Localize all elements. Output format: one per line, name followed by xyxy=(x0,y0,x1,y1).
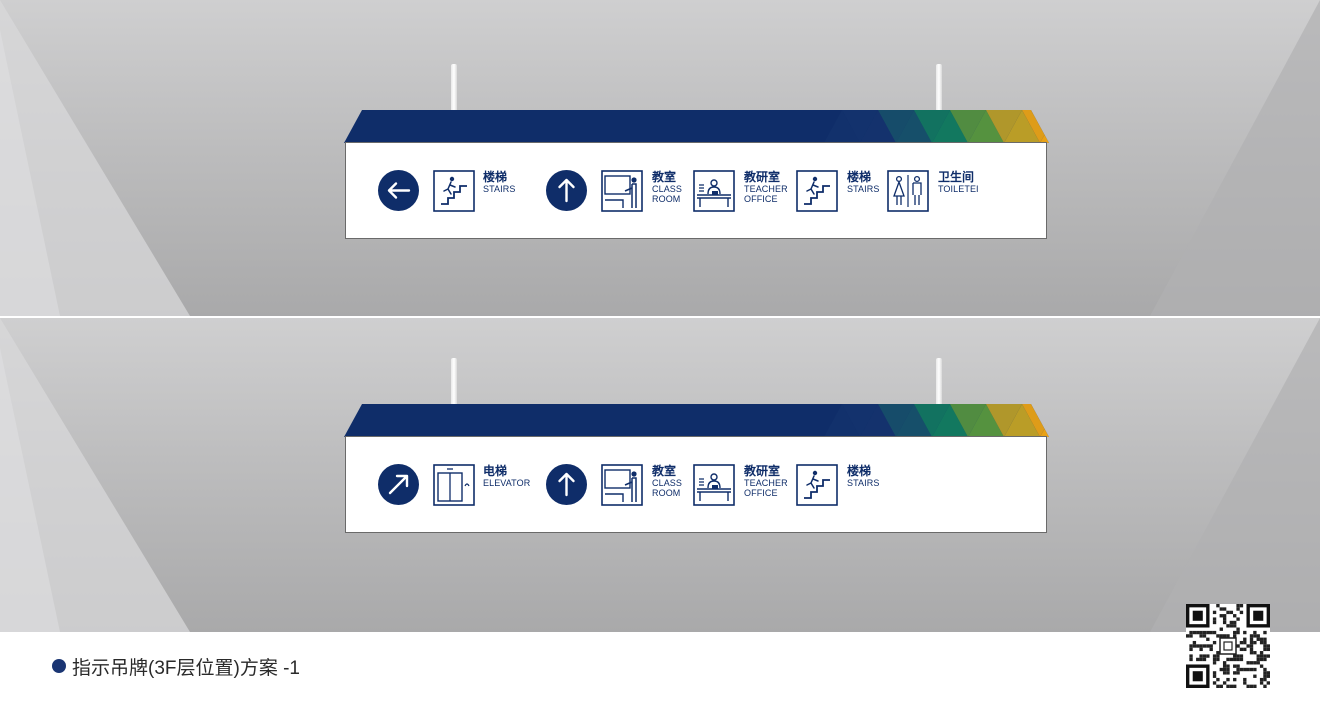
hanger-rod-left xyxy=(451,358,457,408)
toilet-icon xyxy=(887,170,929,212)
arrow-up-icon xyxy=(546,464,587,505)
sign-label-chinese: 教室 xyxy=(652,170,677,184)
caption-text: 指示吊牌(3F层位置)方案 -1 xyxy=(72,657,301,679)
arrow-left-icon xyxy=(378,170,419,211)
classroom-icon xyxy=(601,464,643,506)
teacher-office-icon xyxy=(693,170,735,212)
sign-label-english: TEACHER xyxy=(744,184,788,194)
sign-label-english: OFFICE xyxy=(744,488,778,498)
sign-label-chinese: 卫生间 xyxy=(938,170,975,184)
sign-label-english: STAIRS xyxy=(847,478,880,488)
sign-label-chinese: 楼梯 xyxy=(847,464,872,478)
sign-top-face xyxy=(344,110,1049,143)
bullet-dot-icon xyxy=(52,659,66,673)
hanger-rod-right xyxy=(936,358,942,408)
sign-label-english: CLASS xyxy=(652,478,683,488)
stairs-icon xyxy=(433,170,475,212)
stairs-icon xyxy=(796,464,838,506)
qr-code-icon xyxy=(1186,604,1270,688)
sign-label-chinese: 电梯 xyxy=(483,464,508,478)
stairs-icon xyxy=(796,170,838,212)
elevator-icon xyxy=(433,464,475,506)
sign-top-face xyxy=(344,404,1049,437)
sign-label-chinese: 教研室 xyxy=(744,170,781,184)
scene-background xyxy=(0,0,1320,316)
arrow-up-icon xyxy=(546,170,587,211)
sign-label-chinese: 教研室 xyxy=(744,464,781,478)
sign-label-english: CLASS xyxy=(652,184,683,194)
hanger-rod-right xyxy=(936,64,942,114)
teacher-office-icon xyxy=(693,464,735,506)
hanger-rod-left xyxy=(451,64,457,114)
arrow-up-right-icon xyxy=(378,464,419,505)
sign-label-english: TOILETEI xyxy=(938,184,979,194)
sign-label-chinese: 楼梯 xyxy=(483,170,508,184)
caption: 指示吊牌(3F层位置)方案 -1 xyxy=(52,655,301,679)
sign-label-english: STAIRS xyxy=(483,184,516,194)
sign-label-english: ELEVATOR xyxy=(483,478,531,488)
classroom-icon xyxy=(601,170,643,212)
sign-label-chinese: 教室 xyxy=(652,464,677,478)
scene-background xyxy=(0,318,1320,632)
sign-label-english: TEACHER xyxy=(744,478,788,488)
sign-label-english: STAIRS xyxy=(847,184,880,194)
sign-label-english: ROOM xyxy=(652,194,681,204)
sign-label-chinese: 楼梯 xyxy=(847,170,872,184)
sign-label-english: OFFICE xyxy=(744,194,778,204)
sign-label-english: ROOM xyxy=(652,488,681,498)
